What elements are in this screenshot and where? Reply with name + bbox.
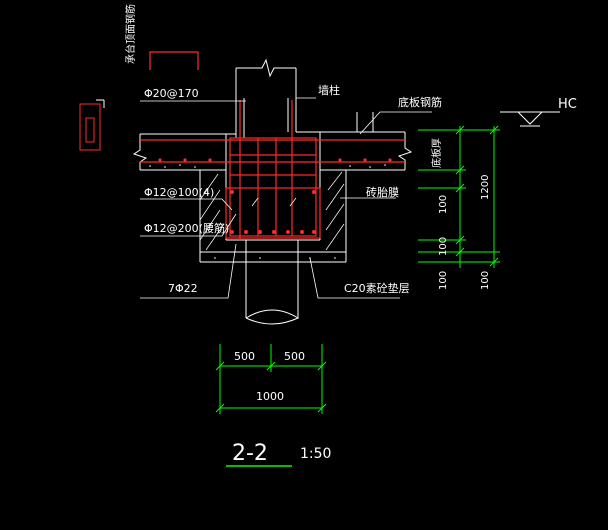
slab-dots — [149, 164, 386, 259]
hc-level-symbol — [500, 111, 560, 127]
rebar-waist-label: Φ12@200(腰筋) — [144, 221, 229, 235]
wall-break-line — [236, 58, 296, 78]
dim-500-left: 500 — [234, 350, 255, 363]
dimension-lines — [215, 125, 500, 414]
rebar-dots — [158, 158, 392, 234]
section-scale: 1:50 — [300, 446, 331, 462]
cap-cage — [229, 137, 317, 237]
dim-100-c: 100 — [438, 271, 449, 290]
side-wall-label: 砖胎膜 — [366, 185, 399, 199]
slab-rebar-label: 底板钢筋 — [398, 95, 442, 109]
slab-break-left — [132, 134, 148, 170]
rebar-stirrup-label: Φ12@100(4) — [144, 186, 214, 199]
dim-500-right: 500 — [284, 350, 305, 363]
dim-1200: 1200 — [480, 175, 491, 200]
cushion-label: C20素砼垫层 — [344, 281, 410, 295]
top-rebar-note: 承台顶面钢筋 — [124, 4, 137, 64]
wall-label: 墙柱 — [318, 83, 340, 97]
slab-thickness-label: 底板厚 — [430, 138, 443, 168]
hc-label: HC — [558, 97, 577, 112]
pile-break — [245, 309, 300, 325]
dim-100-a: 100 — [438, 195, 449, 214]
beam-stirrup — [225, 187, 321, 239]
dim-1000: 1000 — [256, 390, 284, 403]
rebar-top-label: Φ20@170 — [144, 87, 199, 100]
dim-100-d: 100 — [480, 271, 491, 290]
rebar — [140, 51, 405, 240]
leaders — [140, 97, 432, 299]
slab-break-right — [397, 132, 413, 170]
rebar-bottom-label: 7Φ22 — [168, 282, 198, 295]
hatch-walls — [199, 171, 345, 251]
section-title: 2-2 — [232, 441, 268, 466]
dim-100-b: 100 — [438, 237, 449, 256]
